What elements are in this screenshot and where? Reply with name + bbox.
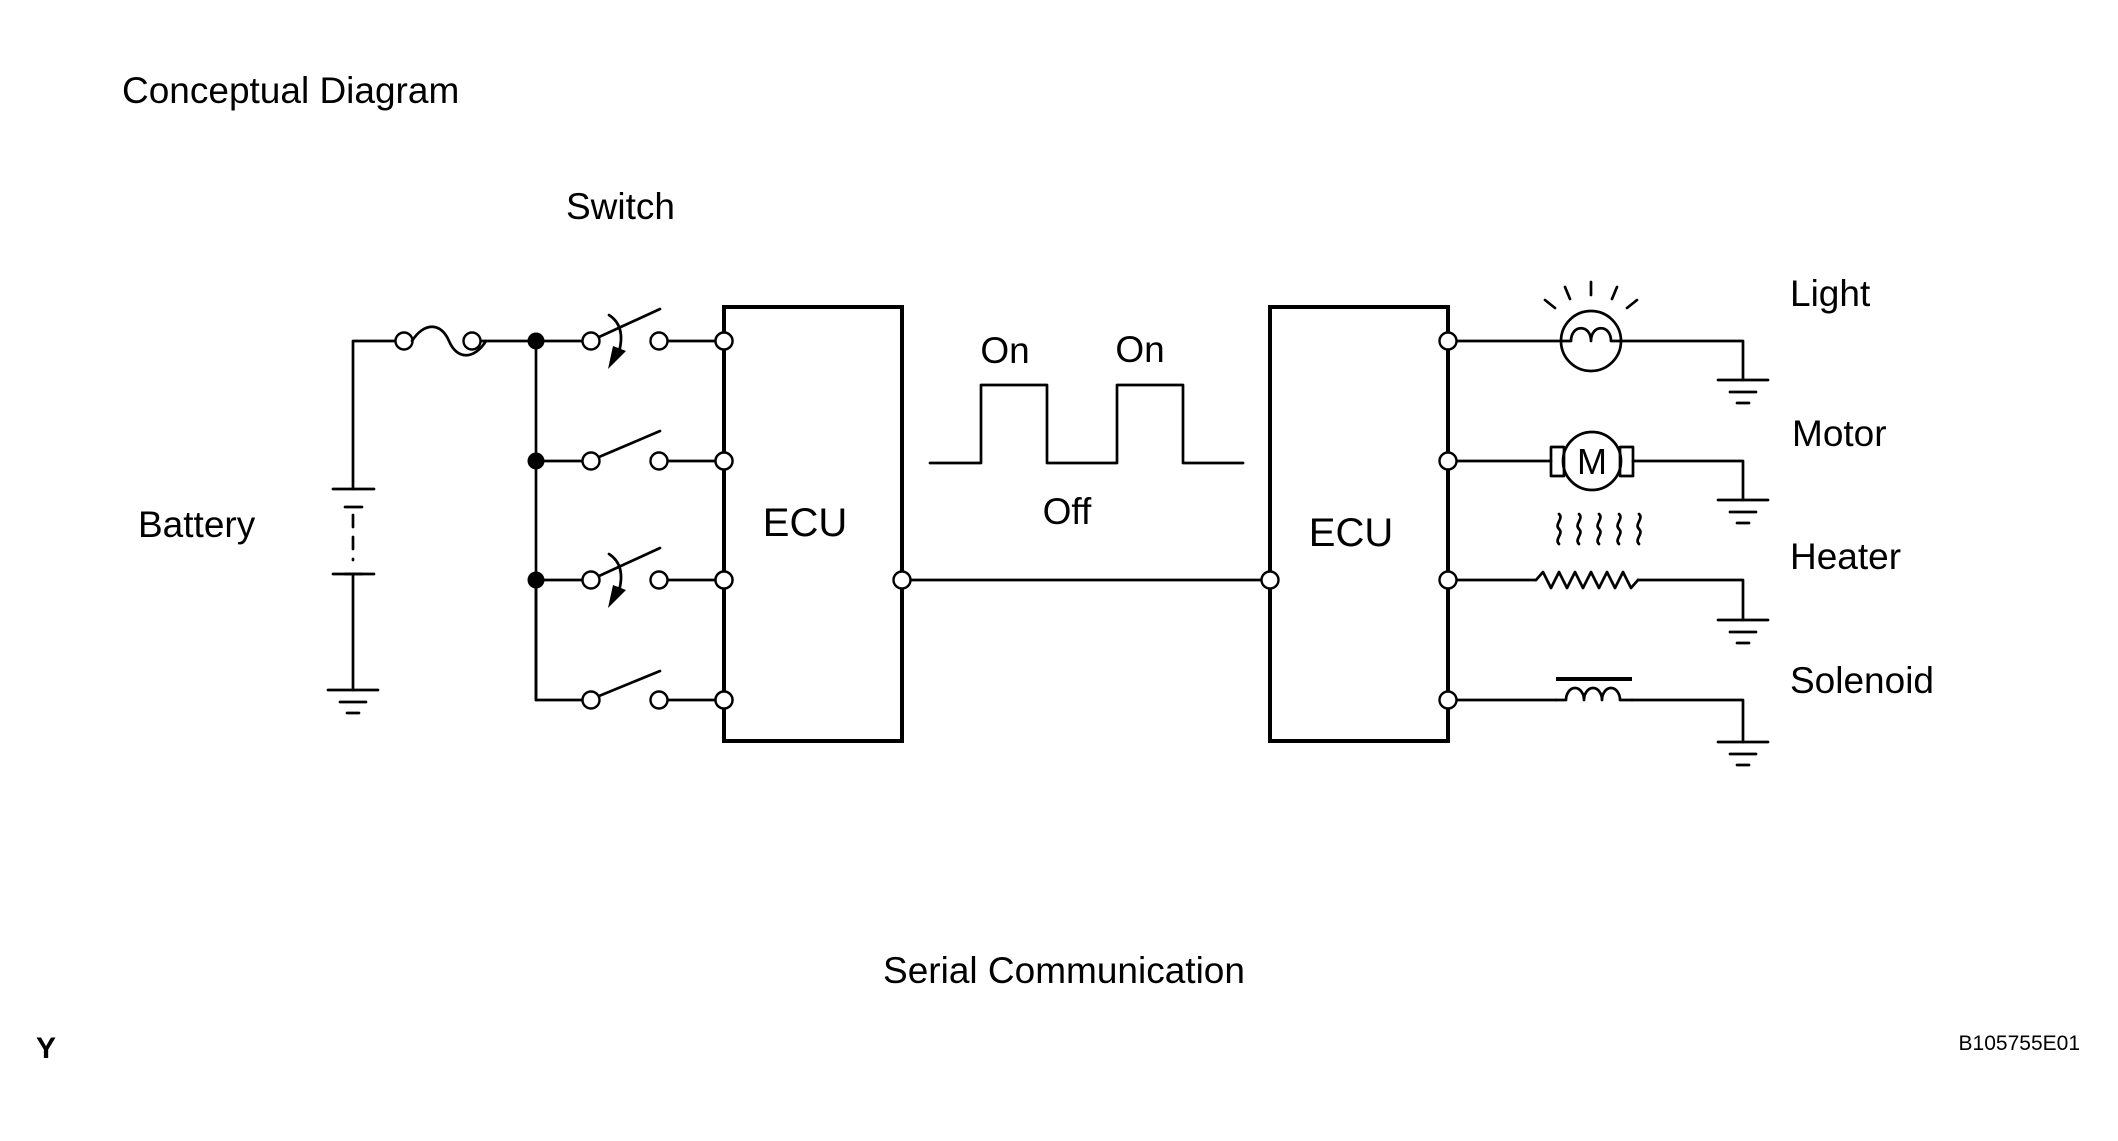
switch-4 <box>534 578 734 710</box>
pulse-on-label-1: On <box>980 330 1029 371</box>
battery-symbol <box>331 339 402 692</box>
switch-label: Switch <box>566 186 675 227</box>
pulse-off-label: Off <box>1043 491 1092 532</box>
battery-ground-icon <box>326 688 380 715</box>
corner-mark: Y <box>36 1032 56 1065</box>
ground-icon <box>1716 618 1770 645</box>
diagram-caption: Serial Communication <box>883 950 1245 991</box>
switch-1 <box>534 307 734 369</box>
ecu-left-label: ECU <box>763 501 847 545</box>
ground-icon <box>1716 378 1770 405</box>
ecu-left-box <box>714 305 912 743</box>
solenoid-icon <box>1455 677 1745 744</box>
load-label-light: Light <box>1790 273 1871 314</box>
battery-label: Battery <box>138 504 256 545</box>
ground-icon <box>1716 740 1770 767</box>
pulse-on-label-2: On <box>1115 329 1164 370</box>
motor-mark: M <box>1577 441 1607 482</box>
load-label-solenoid: Solenoid <box>1790 660 1934 701</box>
motor-icon: M <box>1455 430 1745 502</box>
figure-code: B105755E01 <box>1959 1032 2080 1055</box>
fuse-icon <box>394 325 538 357</box>
diagram-title: Conceptual Diagram <box>122 70 459 111</box>
load-label-motor: Motor <box>1792 413 1887 454</box>
load-label-heater: Heater <box>1790 536 1901 577</box>
switch-3 <box>534 546 734 608</box>
lamp-icon <box>1455 280 1745 382</box>
switch-2 <box>534 429 734 471</box>
pulse-waveform <box>928 383 1245 465</box>
ecu-right-label: ECU <box>1309 511 1393 555</box>
ecu-right-box <box>1260 305 1458 743</box>
heater-icon <box>1455 512 1745 622</box>
ground-icon <box>1716 498 1770 525</box>
